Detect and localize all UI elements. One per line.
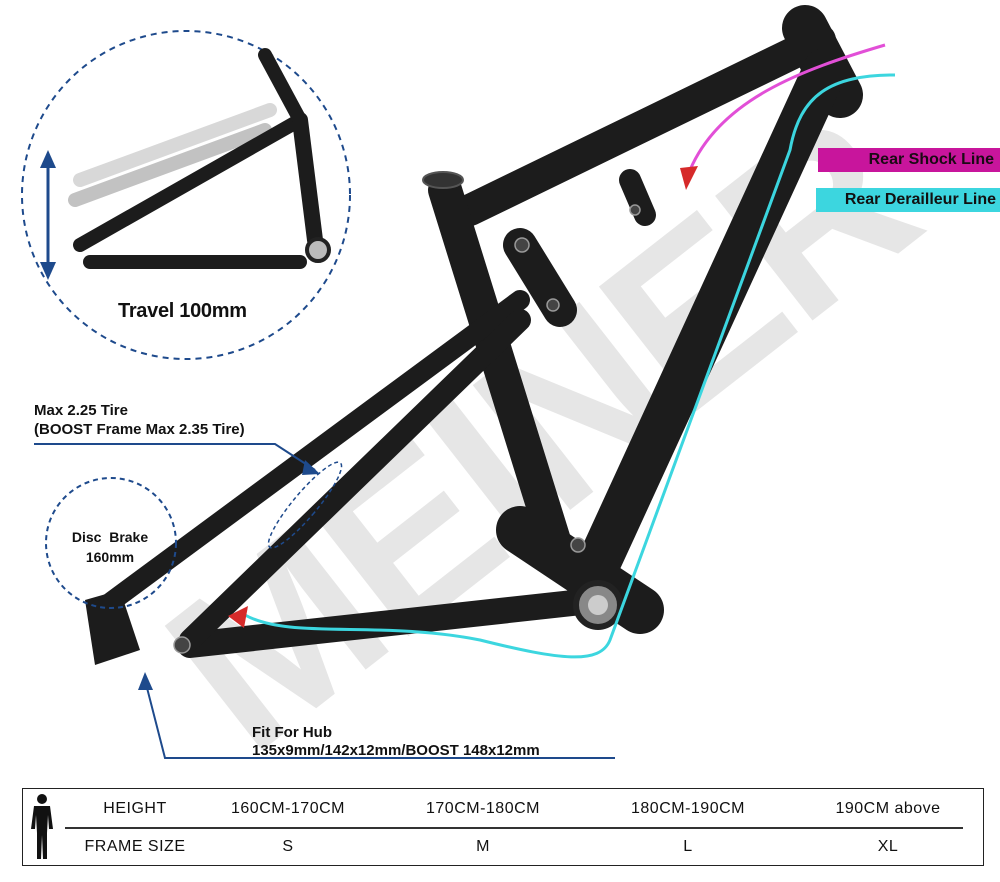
height-cell-xl: 190CM above (835, 800, 941, 817)
rear-dropout (85, 590, 140, 665)
rear-derailleur-line (244, 73, 896, 659)
size-cell-s: S (282, 838, 294, 855)
tire-callout-line (34, 443, 316, 471)
brake-inset-circle (45, 477, 177, 609)
hub-callout-line (144, 679, 615, 759)
disc-brake-label: Disc Brake 160mm (62, 527, 158, 567)
person-silhouette-icon (31, 794, 53, 859)
pivot-bolts (93, 204, 641, 655)
height-cell-l: 180CM-190CM (631, 800, 745, 817)
bike-frame-illustration: MEINER (21, 5, 958, 770)
height-row-label: HEIGHT (103, 800, 167, 817)
tire-clearance-label: Max 2.25 Tire (BOOST Frame Max 2.35 Tire… (34, 401, 245, 439)
travel-label: Travel 100mm (118, 300, 247, 322)
hub-label-line2: 135x9mm/142x12mm/BOOST 148x12mm (252, 742, 540, 759)
size-cell-xl: XL (877, 838, 899, 855)
size-chart-table: HEIGHT 160CM-170CM 170CM-180CM 180CM-190… (22, 788, 984, 866)
seat-tube-opening (422, 171, 464, 189)
shock-line-arrow (680, 166, 698, 190)
tire-clearance-marker (267, 461, 343, 549)
brake-label-line2: 160mm (85, 549, 135, 565)
main-frame (90, 5, 863, 658)
brake-label-line1: Disc Brake (71, 529, 149, 545)
size-cell-m: M (476, 838, 490, 855)
rear-derailleur-line-legend: Rear Derailleur Line (816, 188, 1000, 212)
derailleur-line-arrow (228, 606, 248, 628)
height-cell-m: 170CM-180CM (426, 800, 540, 817)
hub-compatibility-label: Fit For Hub 135x9mm/142x12mm/BOOST 148x1… (252, 724, 540, 760)
tire-label-line2: (BOOST Frame Max 2.35 Tire) (34, 421, 245, 438)
tire-label-line1: Max 2.25 Tire (34, 402, 128, 419)
travel-inset-circle (21, 30, 351, 360)
hub-label-line1: Fit For Hub (252, 724, 332, 741)
rear-shock-line-legend: Rear Shock Line (818, 148, 1000, 172)
table-row-divider (65, 827, 963, 829)
rear-shock-line (688, 43, 886, 171)
frame-size-row-label: FRAME SIZE (84, 838, 186, 855)
travel-inset-stays (68, 48, 323, 269)
size-cell-l: L (683, 838, 693, 855)
height-cell-s: 160CM-170CM (231, 800, 345, 817)
